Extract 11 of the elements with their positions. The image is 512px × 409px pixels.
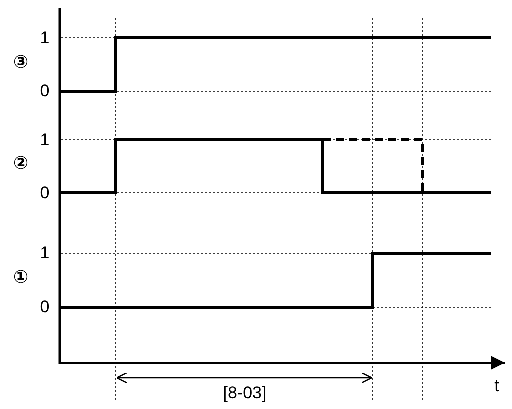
signal-number: ①	[13, 269, 29, 287]
level-label: 1	[40, 132, 50, 148]
signal-number: ③	[13, 54, 29, 72]
level-label: 0	[40, 184, 50, 202]
level-label: 1	[40, 30, 50, 46]
level-label: 1	[40, 244, 50, 262]
level-label: 0	[40, 298, 50, 316]
level-label: 0	[40, 82, 50, 100]
dimension-label: [8-03]	[223, 384, 267, 402]
axis-label: t	[494, 378, 500, 394]
signal-number: ②	[13, 155, 29, 173]
